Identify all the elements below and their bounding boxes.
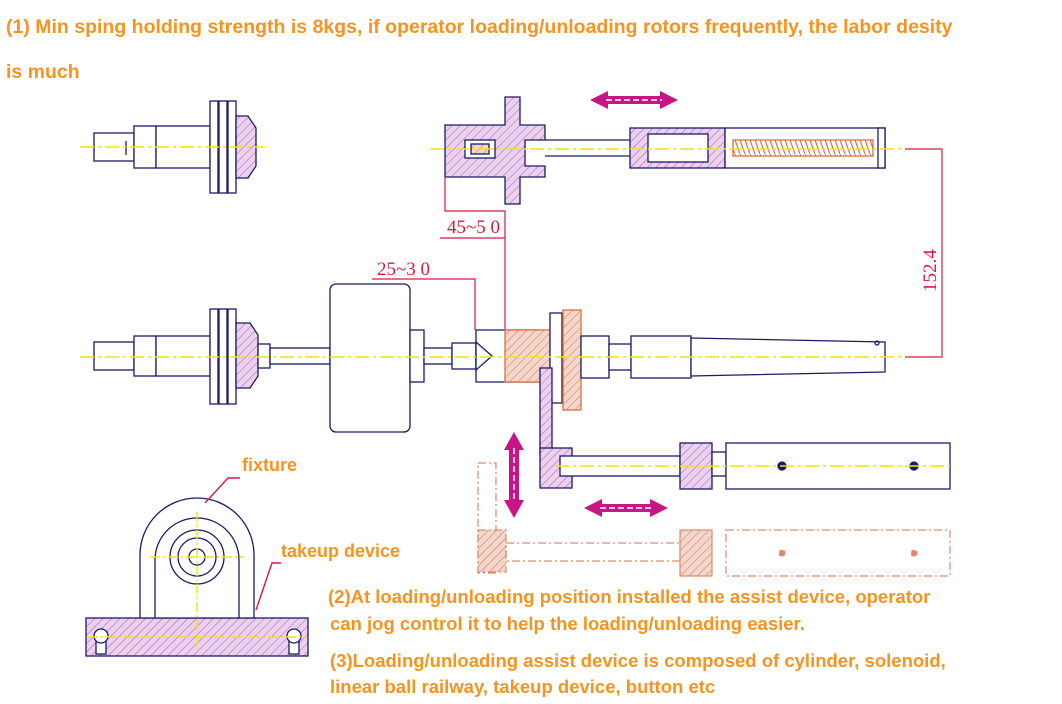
note-1-line-2: is much bbox=[6, 61, 80, 83]
fixture-label: fixture bbox=[242, 455, 298, 475]
retracted-position-ghost bbox=[477, 462, 951, 577]
middle-rotor-assembly bbox=[93, 283, 886, 456]
note-1-line-1: (1) Min sping holding strength is 8kgs, … bbox=[6, 16, 953, 38]
dimension-lines bbox=[372, 148, 943, 358]
vertical-double-arrow-icon bbox=[504, 432, 524, 518]
dimension-label-c: 152.4 bbox=[920, 249, 941, 292]
note-2-line-2: can jog control it to help the loading/u… bbox=[330, 613, 805, 634]
top-plunger-assembly bbox=[444, 96, 886, 205]
dimension-label-a: 45~5 0 bbox=[447, 217, 500, 238]
dimension-label-b: 25~3 0 bbox=[377, 259, 430, 280]
horizontal-double-arrow-icon bbox=[584, 499, 668, 517]
note-3-line-1: (3)Loading/unloading assist device is co… bbox=[330, 650, 946, 671]
leader-lines bbox=[204, 477, 281, 611]
takeup-device-label: takeup device bbox=[281, 541, 401, 561]
note-3-line-2: linear ball railway, takeup device, butt… bbox=[330, 676, 716, 697]
double-arrow-icon bbox=[590, 91, 678, 109]
note-2-line-1: (2)At loading/unloading position install… bbox=[328, 586, 931, 607]
